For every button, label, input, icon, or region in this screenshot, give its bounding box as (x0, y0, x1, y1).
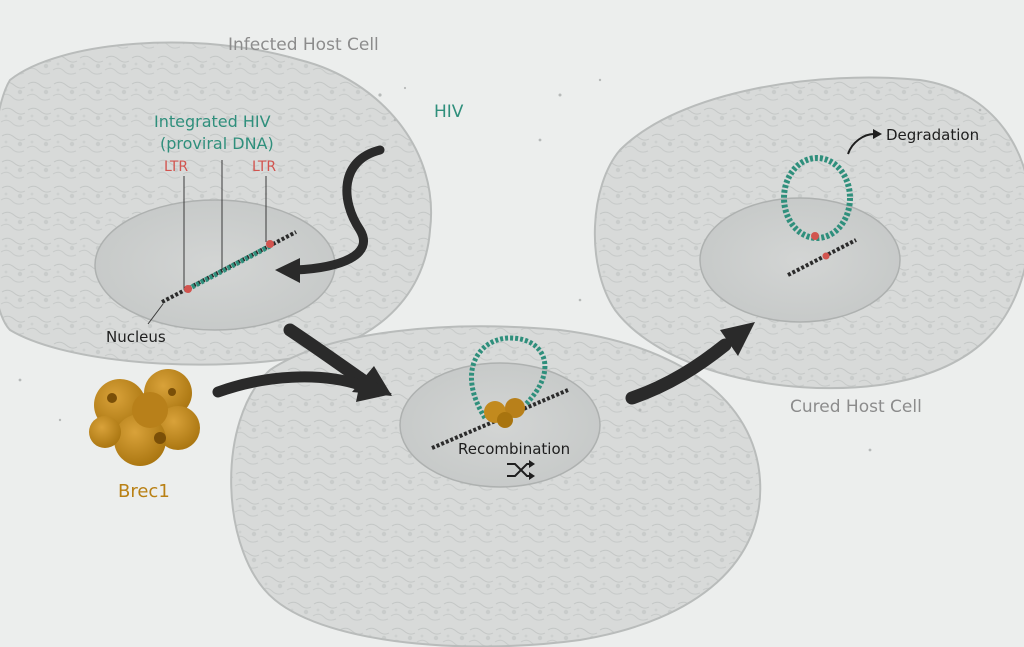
infected-cell (0, 41, 433, 366)
proviral-dna (161, 230, 297, 304)
cured-cell-label: Cured Host Cell (790, 397, 922, 417)
integrated-hiv-label: Integrated HIV (154, 112, 271, 131)
ltr-left-label: LTR (164, 159, 189, 175)
excised-viral-circle (781, 155, 853, 241)
recombination-label: Recombination (458, 440, 571, 458)
cured-cell (593, 76, 1024, 390)
brec1-protein (89, 369, 200, 466)
brec1-label: Brec1 (118, 481, 170, 502)
degradation-label: Degradation (886, 126, 980, 144)
brec1-to-recombination-arrow (212, 371, 392, 402)
recombination-dna (431, 335, 569, 450)
nucleus-label: Nucleus (106, 328, 166, 346)
leader-lines (147, 160, 267, 325)
cured-cell-nucleus (699, 197, 901, 323)
recombination-to-cured-arrow (625, 322, 755, 405)
hiv-label: HIV (434, 102, 464, 122)
curved-arrow-icon (847, 129, 882, 155)
infected-cell-label: Infected Host Cell (228, 35, 379, 55)
ltr-right-label: LTR (252, 159, 277, 175)
ltr-right-mark (266, 240, 274, 248)
hiv-entry-arrow (275, 145, 385, 283)
proviral-dna-label: (proviral DNA) (160, 134, 274, 153)
repaired-host-dna (787, 238, 857, 277)
shuffle-icon (507, 460, 535, 480)
debris-specks (18, 78, 982, 452)
ltr-left-mark (184, 285, 192, 293)
